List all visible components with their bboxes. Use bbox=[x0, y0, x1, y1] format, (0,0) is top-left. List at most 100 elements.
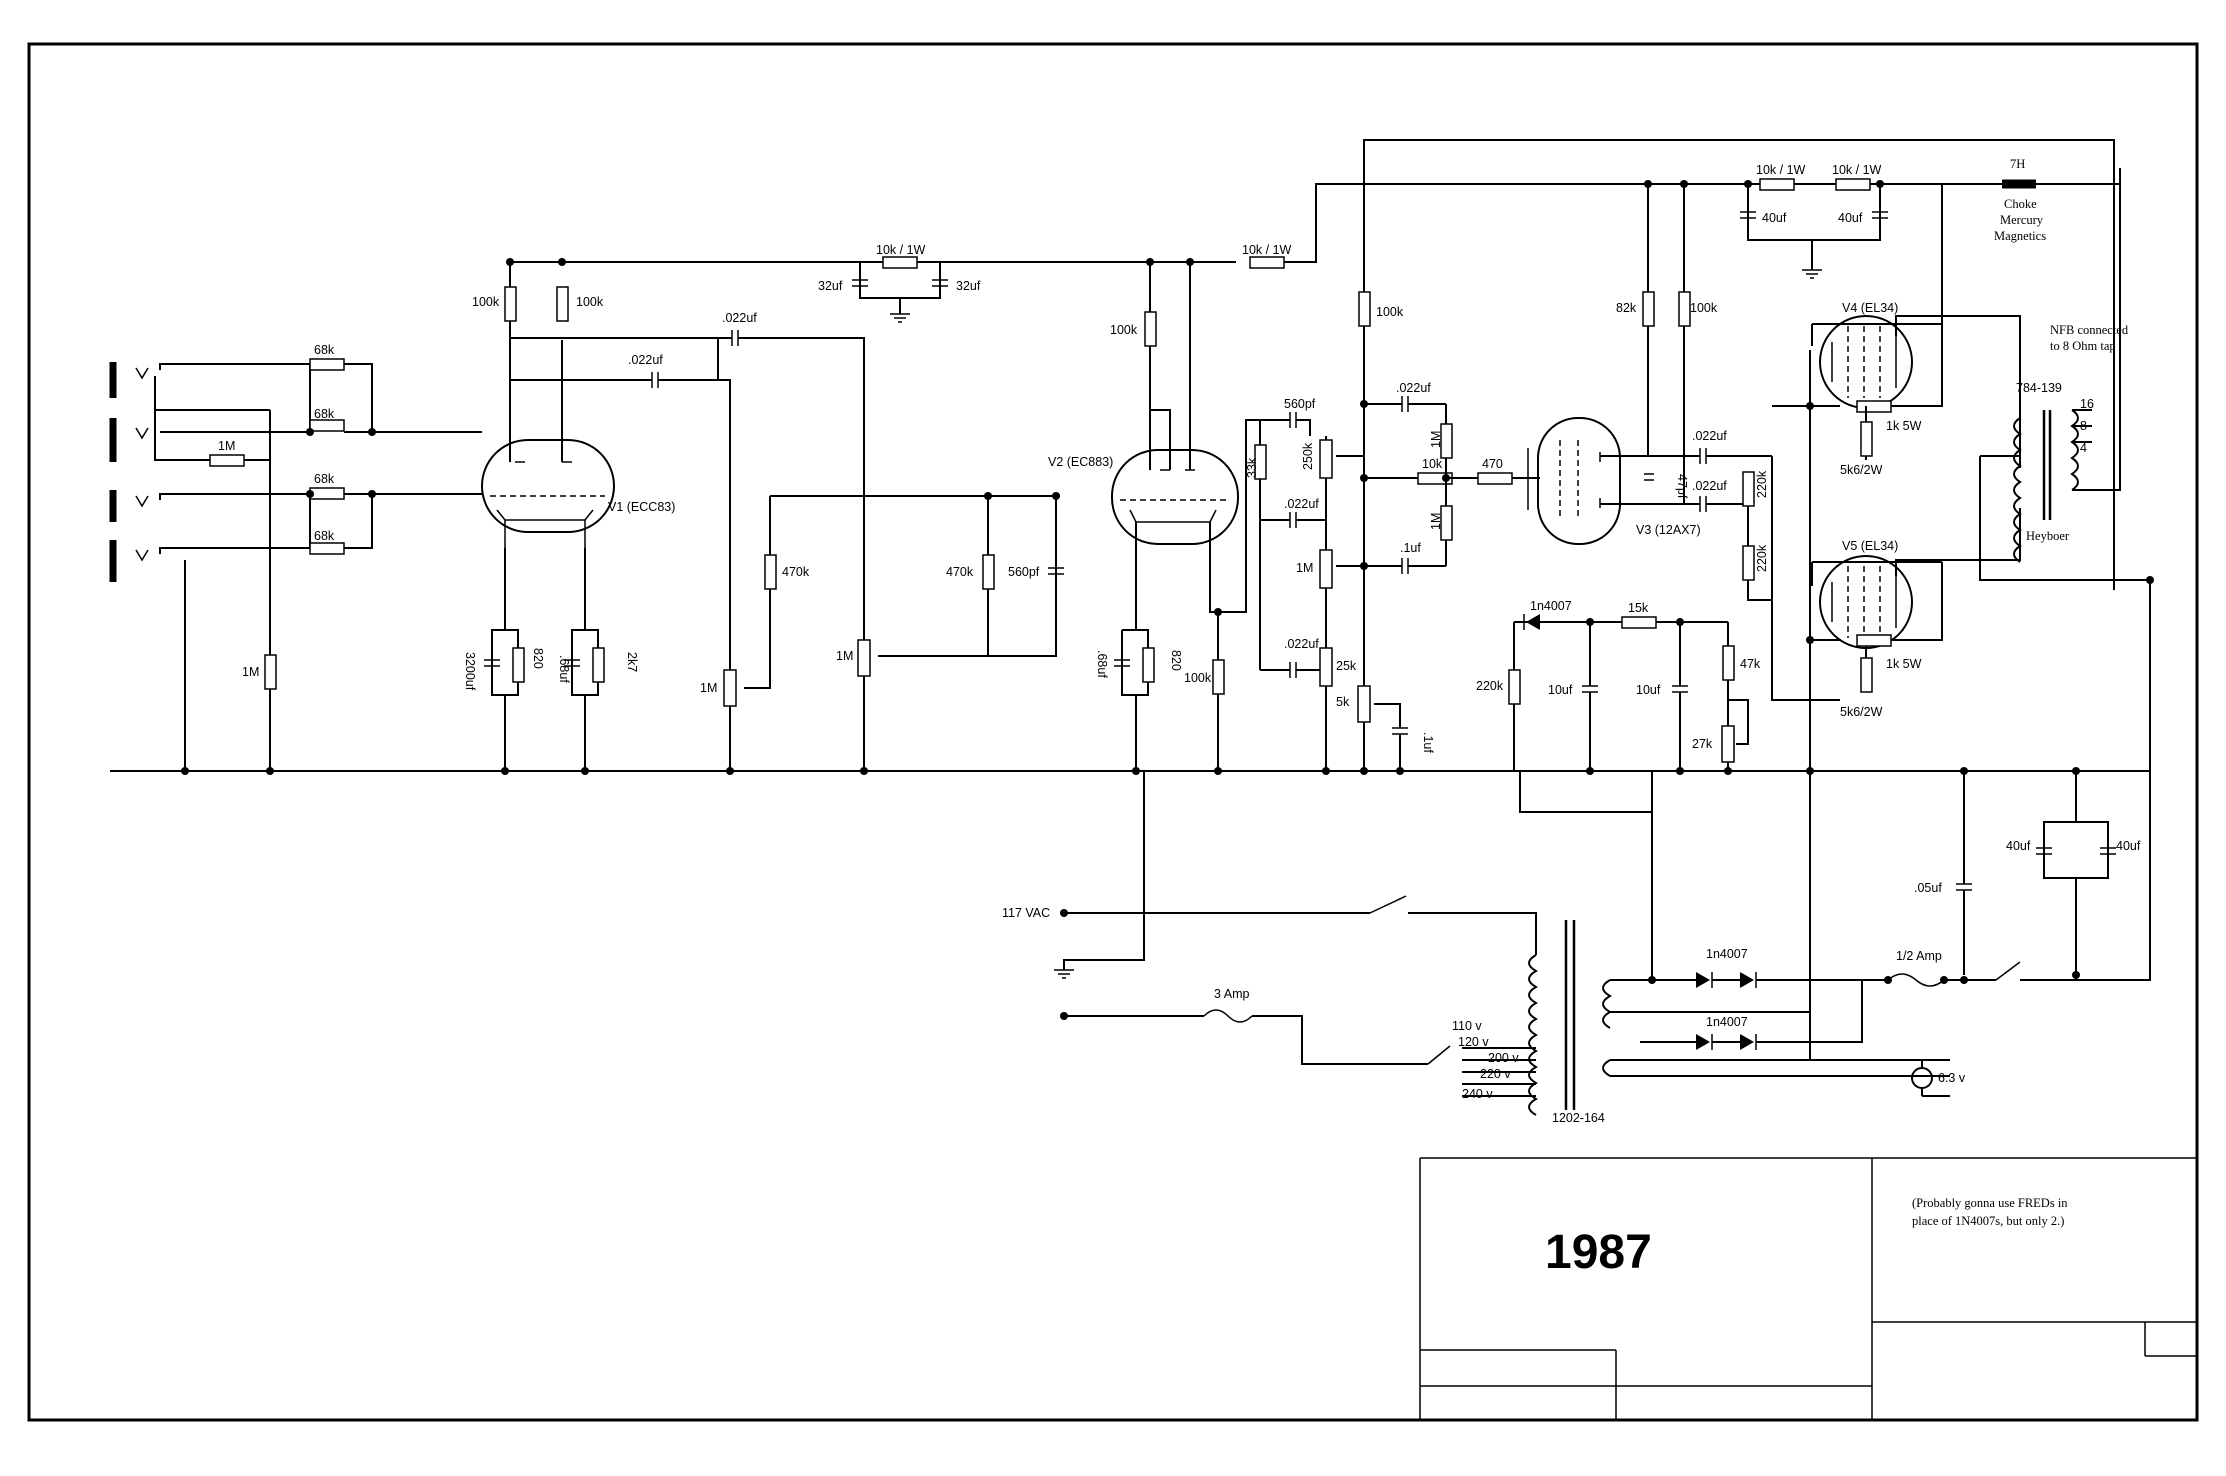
cap560pf-label: 560pf bbox=[1008, 565, 1040, 579]
cath-follower-r-label: 100k bbox=[1184, 671, 1212, 685]
tone-r10k-label: 10k / 1W bbox=[1242, 243, 1292, 257]
bias-r15k-label: 15k bbox=[1628, 601, 1649, 615]
drawing-year: 1987 bbox=[1545, 1226, 1652, 1279]
v1-plate-r2-label: 100k bbox=[576, 295, 604, 309]
bias-diode-label: 1n4007 bbox=[1530, 599, 1572, 613]
screen-r1-label: 1k 5W bbox=[1886, 419, 1922, 433]
tone-pot1m-label: 1M bbox=[1296, 561, 1313, 575]
v3-tube bbox=[1527, 417, 1621, 545]
v3-label: V3 (12AX7) bbox=[1636, 523, 1701, 537]
v1-label: V1 (ECC83) bbox=[608, 500, 675, 514]
pi-c47pf-label: 47pf bbox=[1675, 474, 1689, 499]
bias-pot27k-label: 27k bbox=[1692, 737, 1713, 751]
pi-c022-label: .022uf bbox=[1396, 381, 1431, 395]
v5-tube bbox=[1819, 555, 1913, 649]
r68k-label-2: 68k bbox=[314, 407, 335, 421]
coupling-cap1-label: .022uf bbox=[628, 353, 663, 367]
coupling-cap2-label: .022uf bbox=[722, 311, 757, 325]
v2-label: V2 (EC883) bbox=[1048, 455, 1113, 469]
v4-label: V4 (EL34) bbox=[1842, 301, 1898, 315]
output-transformer bbox=[2013, 168, 2121, 563]
rect2-label: 1n4007 bbox=[1706, 1015, 1748, 1029]
ht-fuse-label: 1/2 Amp bbox=[1896, 949, 1942, 963]
v5-label: V5 (EL34) bbox=[1842, 539, 1898, 553]
pt-label: 1202-164 bbox=[1552, 1111, 1605, 1125]
tone-c022b-label: .022uf bbox=[1284, 637, 1319, 651]
bias-cap1-label: 10uf bbox=[1548, 683, 1573, 697]
rect1-label: 1n4007 bbox=[1706, 947, 1748, 961]
v2-cath-cap-label: .68uf bbox=[1095, 650, 1109, 678]
nfb-note-line1: NFB connected bbox=[2050, 323, 2129, 337]
bias-r47k-label: 47k bbox=[1740, 657, 1761, 671]
pi-r82k-label: 82k bbox=[1616, 301, 1637, 315]
r68k-label-3: 68k bbox=[314, 472, 335, 486]
pi-c1uf-label: .1uf bbox=[1400, 541, 1421, 555]
pi-r10k-label: 10k bbox=[1422, 457, 1443, 471]
grid-r2-label: 5k6/2W bbox=[1840, 705, 1883, 719]
title-note-line2: place of 1N4007s, but only 2.) bbox=[1912, 1214, 2064, 1228]
r470k-b-label: 470k bbox=[946, 565, 974, 579]
bias-r220k-label: 220k bbox=[1476, 679, 1504, 693]
v2-cath-r-label: 820 bbox=[1169, 650, 1183, 671]
r68k-label-1: 68k bbox=[314, 343, 335, 357]
filter-cap2-label: 32uf bbox=[956, 279, 981, 293]
r68k-label-4: 68k bbox=[314, 529, 335, 543]
v1-cath-cap1-label: 3200uf bbox=[463, 652, 477, 691]
v1-cath-cap2-label: .68uf bbox=[557, 655, 571, 683]
r470k-a-label: 470k bbox=[782, 565, 810, 579]
ot-brand: Heyboer bbox=[2026, 529, 2070, 543]
tone-c022a-label: .022uf bbox=[1284, 497, 1319, 511]
tap-120-label: 120 v bbox=[1458, 1035, 1489, 1049]
drawing-frame bbox=[27, 42, 2199, 1422]
pi-c022-out2-label: .022uf bbox=[1692, 479, 1727, 493]
pi-r220k-b-label: 220k bbox=[1755, 544, 1769, 572]
rail-cap1-label: 40uf bbox=[1762, 211, 1787, 225]
heater-label: 6.3 v bbox=[1938, 1071, 1966, 1085]
choke-label-2: Mercury bbox=[2000, 213, 2044, 227]
ot-tap4: 4 bbox=[2080, 441, 2087, 455]
main-cap2-label: 40uf bbox=[2116, 839, 2141, 853]
junction-dots bbox=[181, 180, 2154, 984]
r1m-bridge-label: 1M bbox=[218, 439, 235, 453]
filter-r-label: 10k / 1W bbox=[876, 243, 926, 257]
choke-value: 7H bbox=[2010, 157, 2025, 171]
rail-r2-label: 10k / 1W bbox=[1832, 163, 1882, 177]
tap-240-label: 240 v bbox=[1462, 1087, 1493, 1101]
vol-pot1-label: 1M bbox=[700, 681, 717, 695]
r1m-ground-label: 1M bbox=[242, 665, 259, 679]
pi-r220k-a-label: 220k bbox=[1755, 470, 1769, 498]
tone-pot5k-label: 5k bbox=[1336, 695, 1350, 709]
pi-c022-out1-label: .022uf bbox=[1692, 429, 1727, 443]
tone-r100k-label: 100k bbox=[1376, 305, 1404, 319]
choke-label-3: Magnetics bbox=[1994, 229, 2046, 243]
v2-plate-r-label: 100k bbox=[1110, 323, 1138, 337]
rail-cap2-label: 40uf bbox=[1838, 211, 1863, 225]
v1-plate-r1-label: 100k bbox=[472, 295, 500, 309]
main-fuse-label: 3 Amp bbox=[1214, 987, 1249, 1001]
pi-r1m-b-label: 1M bbox=[1429, 513, 1443, 530]
bias-cap2-label: 10uf bbox=[1636, 683, 1661, 697]
tap-200-label: 200 v bbox=[1488, 1051, 1519, 1065]
screen-r2-label: 1k 5W bbox=[1886, 657, 1922, 671]
pi-r470-label: 470 bbox=[1482, 457, 1503, 471]
v4-tube bbox=[1819, 315, 1913, 409]
pi-r1m-a-label: 1M bbox=[1429, 431, 1443, 448]
tone-pot250k-label: 250k bbox=[1301, 442, 1315, 470]
choke-label-1: Choke bbox=[2004, 197, 2037, 211]
tone-c560pf-label: 560pf bbox=[1284, 397, 1316, 411]
tone-r33k-label: 33k bbox=[1245, 457, 1259, 478]
ot-tap8: 8 bbox=[2080, 419, 2087, 433]
vol-pot2-label: 1M bbox=[836, 649, 853, 663]
vac-label: 117 VAC bbox=[1002, 906, 1050, 920]
v2-tube bbox=[1111, 449, 1239, 545]
pi-r100k-label: 100k bbox=[1690, 301, 1718, 315]
filter-cap1-label: 32uf bbox=[818, 279, 843, 293]
v1-cath-r2-label: 2k7 bbox=[625, 652, 639, 672]
tone-c1uf-label: .1uf bbox=[1421, 732, 1435, 753]
grid-r1-label: 5k6/2W bbox=[1840, 463, 1883, 477]
nfb-note-line2: to 8 Ohm tap bbox=[2050, 339, 2116, 353]
rail-r1-label: 10k / 1W bbox=[1756, 163, 1806, 177]
tap-110-label: 110 v bbox=[1452, 1019, 1482, 1033]
input-jacks bbox=[109, 362, 370, 771]
